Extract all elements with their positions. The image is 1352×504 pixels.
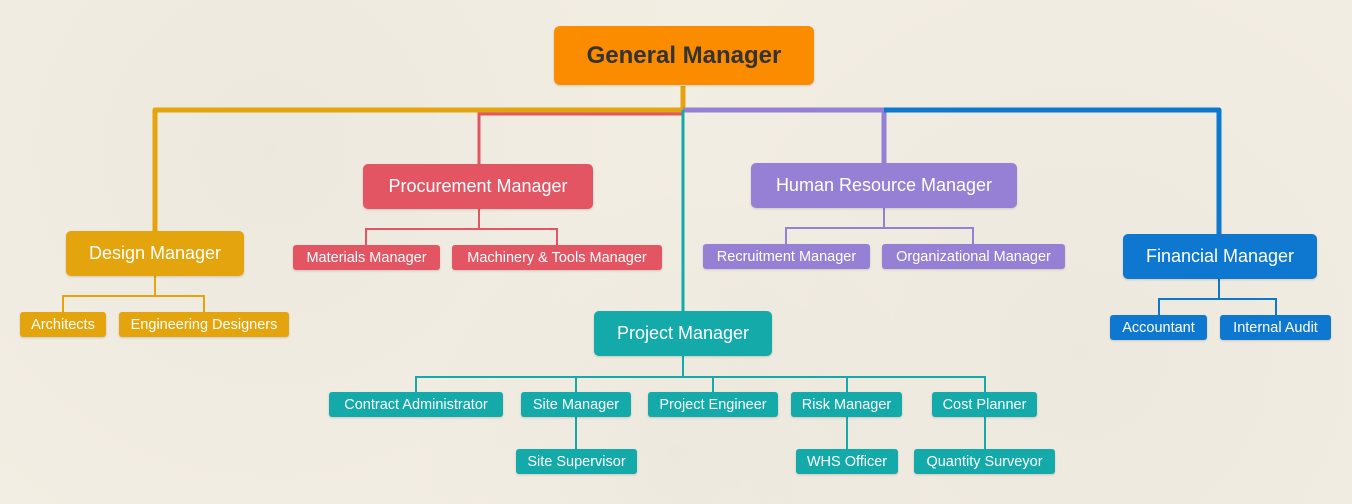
whs-officer-node: WHS Officer: [796, 449, 898, 474]
internal-audit-node: Internal Audit: [1220, 315, 1331, 340]
materials-manager-node: Materials Manager: [293, 245, 440, 270]
accountant-node: Accountant: [1110, 315, 1207, 340]
quantity-surveyor-node: Quantity Surveyor: [914, 449, 1055, 474]
link-gm-design: [152, 86, 686, 231]
project-manager-node: Project Manager: [594, 311, 772, 356]
link-design-children: [62, 276, 205, 312]
link-finance-children: [1158, 279, 1277, 315]
financial-manager-node: Financial Manager: [1123, 234, 1317, 279]
architects-node: Architects: [20, 312, 106, 337]
site-manager-node: Site Manager: [521, 392, 631, 417]
link-project-children: [415, 356, 986, 392]
link-gm-hr: [683, 107, 887, 163]
procurement-manager-node: Procurement Manager: [363, 164, 593, 209]
risk-manager-node: Risk Manager: [791, 392, 902, 417]
cost-planner-node: Cost Planner: [932, 392, 1037, 417]
link-procurement-children: [365, 209, 558, 245]
site-supervisor-node: Site Supervisor: [516, 449, 637, 474]
link-gm-procurement: [477, 110, 685, 164]
general-manager-node: General Manager: [554, 26, 814, 85]
link-gm-finance: [884, 107, 1222, 234]
project-engineer-node: Project Engineer: [648, 392, 778, 417]
recruitment-manager-node: Recruitment Manager: [703, 244, 870, 269]
contract-administrator-node: Contract Administrator: [329, 392, 503, 417]
hr-manager-node: Human Resource Manager: [751, 163, 1017, 208]
link-project-grandchildren: [575, 417, 986, 449]
organizational-manager-node: Organizational Manager: [882, 244, 1065, 269]
design-manager-node: Design Manager: [66, 231, 244, 276]
engineering-designers-node: Engineering Designers: [119, 312, 289, 337]
machinery-tools-manager-node: Machinery & Tools Manager: [452, 245, 662, 270]
link-hr-children: [785, 208, 974, 244]
